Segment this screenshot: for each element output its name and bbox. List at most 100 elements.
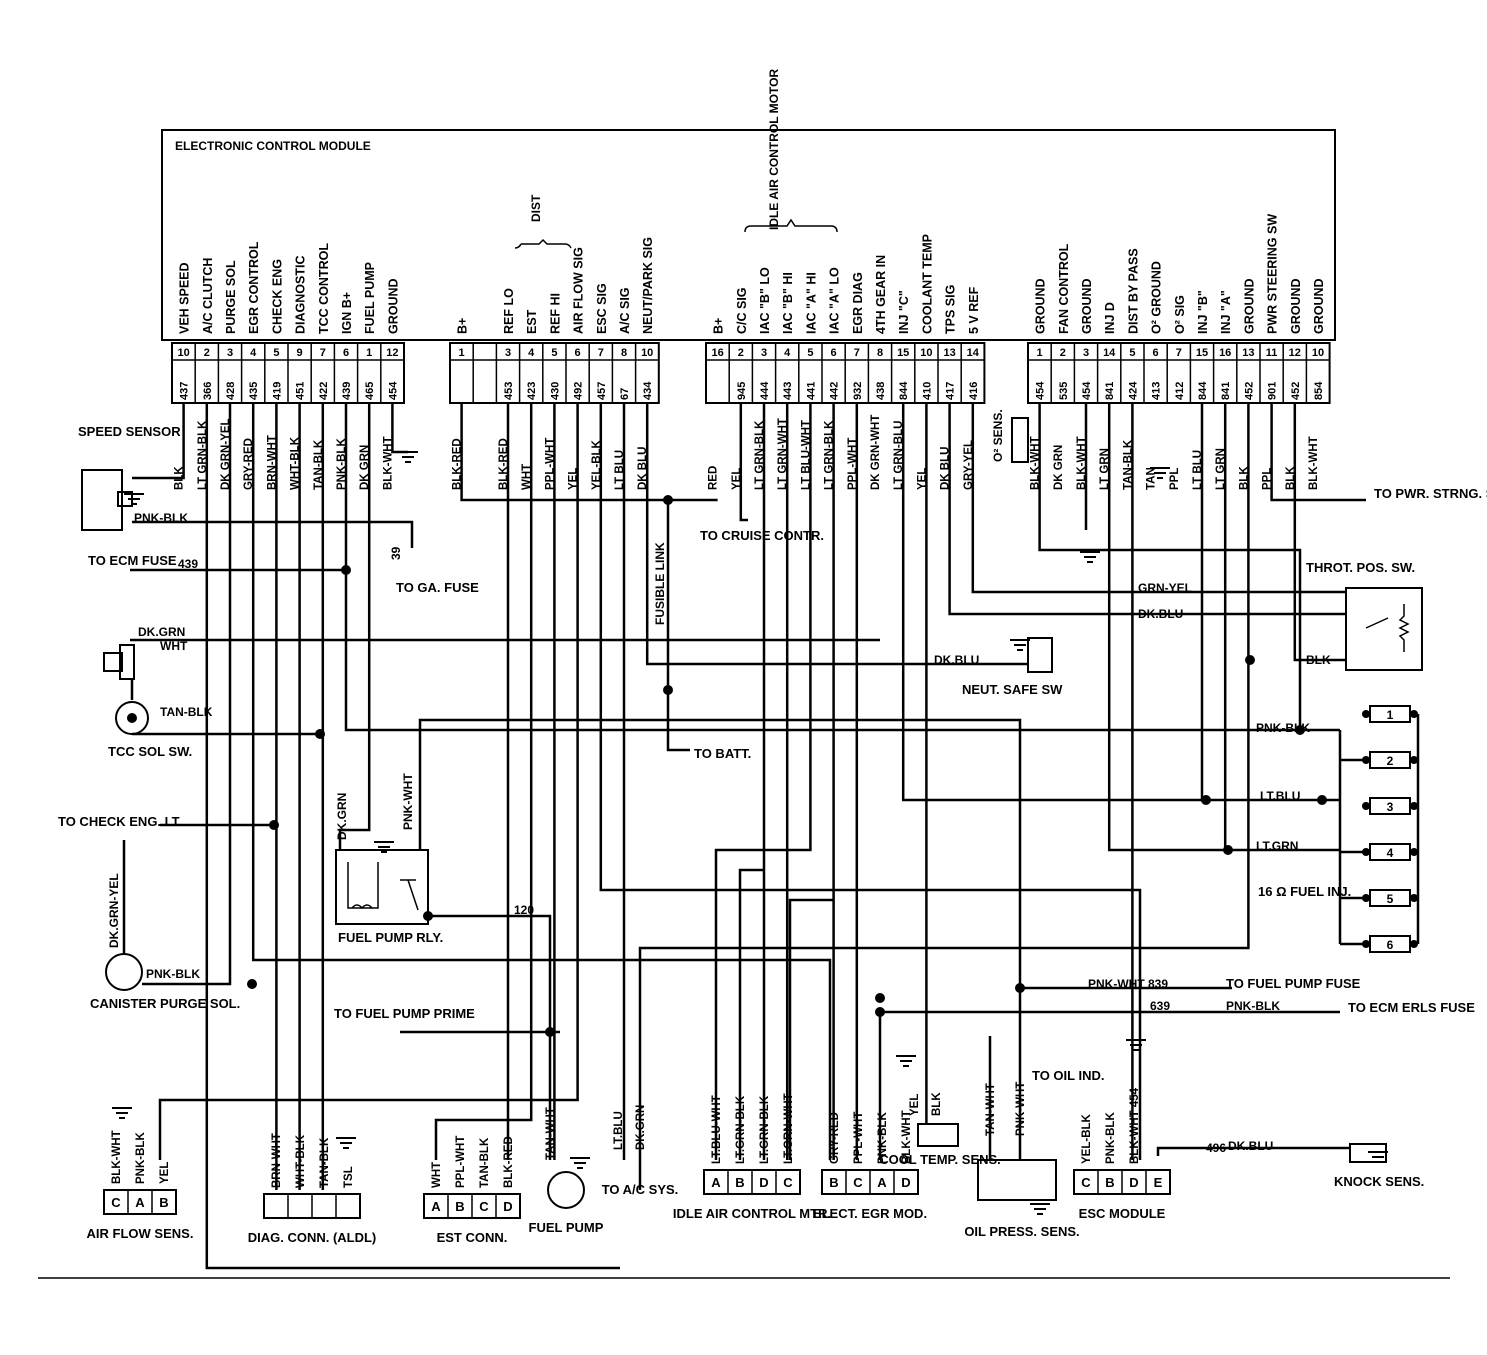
connector-pin-letter: B <box>159 1195 168 1210</box>
splice-dot <box>875 993 885 1003</box>
connector-name: EST CONN. <box>437 1230 508 1245</box>
connector-wire-color: YEL <box>909 1094 921 1116</box>
tcc-switch-body <box>119 644 135 680</box>
ecm-circuit-number: 457 <box>596 382 608 400</box>
ecm-pin-function: O² GROUND <box>1150 261 1164 334</box>
ecm-pin-function: IAC "A" LO <box>828 267 842 334</box>
throt-pos-sw-box <box>1345 587 1423 671</box>
ecm-pin-function: A/C SIG <box>618 287 632 334</box>
ecm-pin-number: 12 <box>386 347 398 359</box>
connector-name: AIR FLOW SENS. <box>87 1226 194 1241</box>
connector-pin-letter: C <box>111 1195 121 1210</box>
iac-b-lo-wire <box>738 403 766 1160</box>
ecm-pin-function: TPS SIG <box>944 285 958 334</box>
ecm-pin-function: FAN CONTROL <box>1057 243 1071 334</box>
tcc-plug <box>103 652 123 672</box>
injector-6: 6 <box>1362 935 1418 953</box>
ecm-box <box>161 129 1336 341</box>
ecm-circuit-number: 535 <box>1058 382 1070 400</box>
ecm-pin-number: 4 <box>250 347 257 359</box>
ecm-pin-number: 16 <box>1219 347 1231 359</box>
ecm-pin-number: 4 <box>784 347 791 359</box>
connector-pin-letter: B <box>1105 1175 1114 1190</box>
to-oil-ind-label: TO OIL IND. <box>1032 1068 1104 1083</box>
dist-label: DIST <box>529 194 543 222</box>
connector-name: ELECT. EGR MOD. <box>813 1206 927 1221</box>
ecm-pin-number: 10 <box>1312 347 1324 359</box>
ground-icon <box>124 493 144 505</box>
injector-number: 5 <box>1387 892 1394 906</box>
injector-number: 4 <box>1387 846 1394 860</box>
ecm-pin-number: 7 <box>854 347 860 359</box>
fuel-pump-body <box>547 1171 585 1209</box>
splice-dot <box>1317 795 1327 805</box>
ecm-circuit-number: 901 <box>1267 382 1279 400</box>
neut-park-wire <box>645 403 1028 666</box>
tps-grn-yel-label: GRN-YEL <box>1138 581 1192 595</box>
injector-5: 5 <box>1362 889 1418 907</box>
tcc-tan-blk-wire <box>130 678 323 736</box>
ecm-circuit-number: 366 <box>202 382 214 400</box>
ecm-pin-function: IAC "B" LO <box>758 267 772 334</box>
ecm-pin-function: EGR DIAG <box>851 272 865 334</box>
ecm-circuit-number: 442 <box>829 382 841 400</box>
injector-number: 6 <box>1387 938 1394 952</box>
neut-safe-sw-label: NEUT. SAFE SW <box>962 682 1063 697</box>
fusible-link-wire <box>666 500 690 752</box>
inj-d-wire <box>1107 403 1340 852</box>
est-wire <box>434 403 533 1160</box>
to-check-eng-lt-label: TO CHECK ENG. LT. <box>58 814 182 829</box>
ecm-pin-function: FUEL PUMP <box>363 262 377 334</box>
ecm-pin-number: 6 <box>831 347 837 359</box>
splice-dot <box>545 1027 555 1037</box>
ecm-pin-number: 11 <box>1266 347 1278 359</box>
to-batt-label: TO BATT. <box>694 746 751 761</box>
tcc-sol-sw-label: TCC SOL SW. <box>108 744 192 759</box>
pnk-blk-speed <box>132 520 414 548</box>
connector-pin-letter: B <box>735 1175 744 1190</box>
b-plus-wire <box>460 403 718 502</box>
ecm-circuit-number: 453 <box>503 382 515 400</box>
ecm-circuit-number: 416 <box>968 382 980 400</box>
five-v-ref-wire <box>971 403 1346 594</box>
ign-b-wire <box>344 403 1340 732</box>
ecm-circuit-number: 430 <box>549 382 561 400</box>
ecm-circuit-number: 413 <box>1151 382 1163 400</box>
ecm-pin-function: O² SIG <box>1173 295 1187 334</box>
ecm-pin-number: 10 <box>920 347 932 359</box>
ecm-pin-number: 6 <box>343 347 349 359</box>
speed-sensor-body <box>81 469 123 531</box>
tps-blk-label: BLK <box>1306 653 1331 667</box>
injector-pin <box>1410 710 1418 718</box>
connector-pin-letter: C <box>853 1175 863 1190</box>
ground-12-wire <box>1293 403 1346 662</box>
purge-sol-wire <box>142 403 232 986</box>
ecm-pin-number: 5 <box>273 347 279 359</box>
canister-dk-grn-yel-label: DK.GRN-YEL <box>107 873 121 948</box>
connector-wire-color: LT.GRN-WHT <box>783 1093 795 1164</box>
connector-wire-color: PNK-BLK <box>1105 1112 1117 1164</box>
ground-icon <box>374 841 394 853</box>
ecm-connector-4 <box>1027 342 1331 404</box>
connector-housing <box>917 1123 959 1147</box>
splice-dot <box>247 979 257 989</box>
to-fuel-pump-fuse-label: TO FUEL PUMP FUSE <box>1226 976 1361 991</box>
knock-dk-blu-label: DK.BLU <box>1228 1139 1273 1153</box>
connector-wire-color: WHT-BLK <box>295 1134 307 1188</box>
to-fuel-pump-prime-label: TO FUEL PUMP PRIME <box>334 1006 475 1021</box>
splice-dot <box>1201 795 1211 805</box>
ecm-circuit-number: 424 <box>1127 381 1139 400</box>
ecm-circuit-number: 417 <box>945 382 957 400</box>
ecm-pin-number: 7 <box>320 347 326 359</box>
splice-dot <box>1223 845 1233 855</box>
ecm-pin-number: 5 <box>807 347 813 359</box>
ecm-pin-function: REF LO <box>502 288 516 334</box>
connector-wire-color: YEL-BLK <box>1081 1113 1093 1164</box>
ecm-circuit-number: 452 <box>1243 382 1255 400</box>
speed-sensor-label: SPEED SENSOR <box>78 424 181 439</box>
ground-icon <box>570 1157 590 1169</box>
canister-pnk-blk-label: PNK-BLK <box>146 967 200 981</box>
ecm-pin-number: 12 <box>1289 347 1301 359</box>
